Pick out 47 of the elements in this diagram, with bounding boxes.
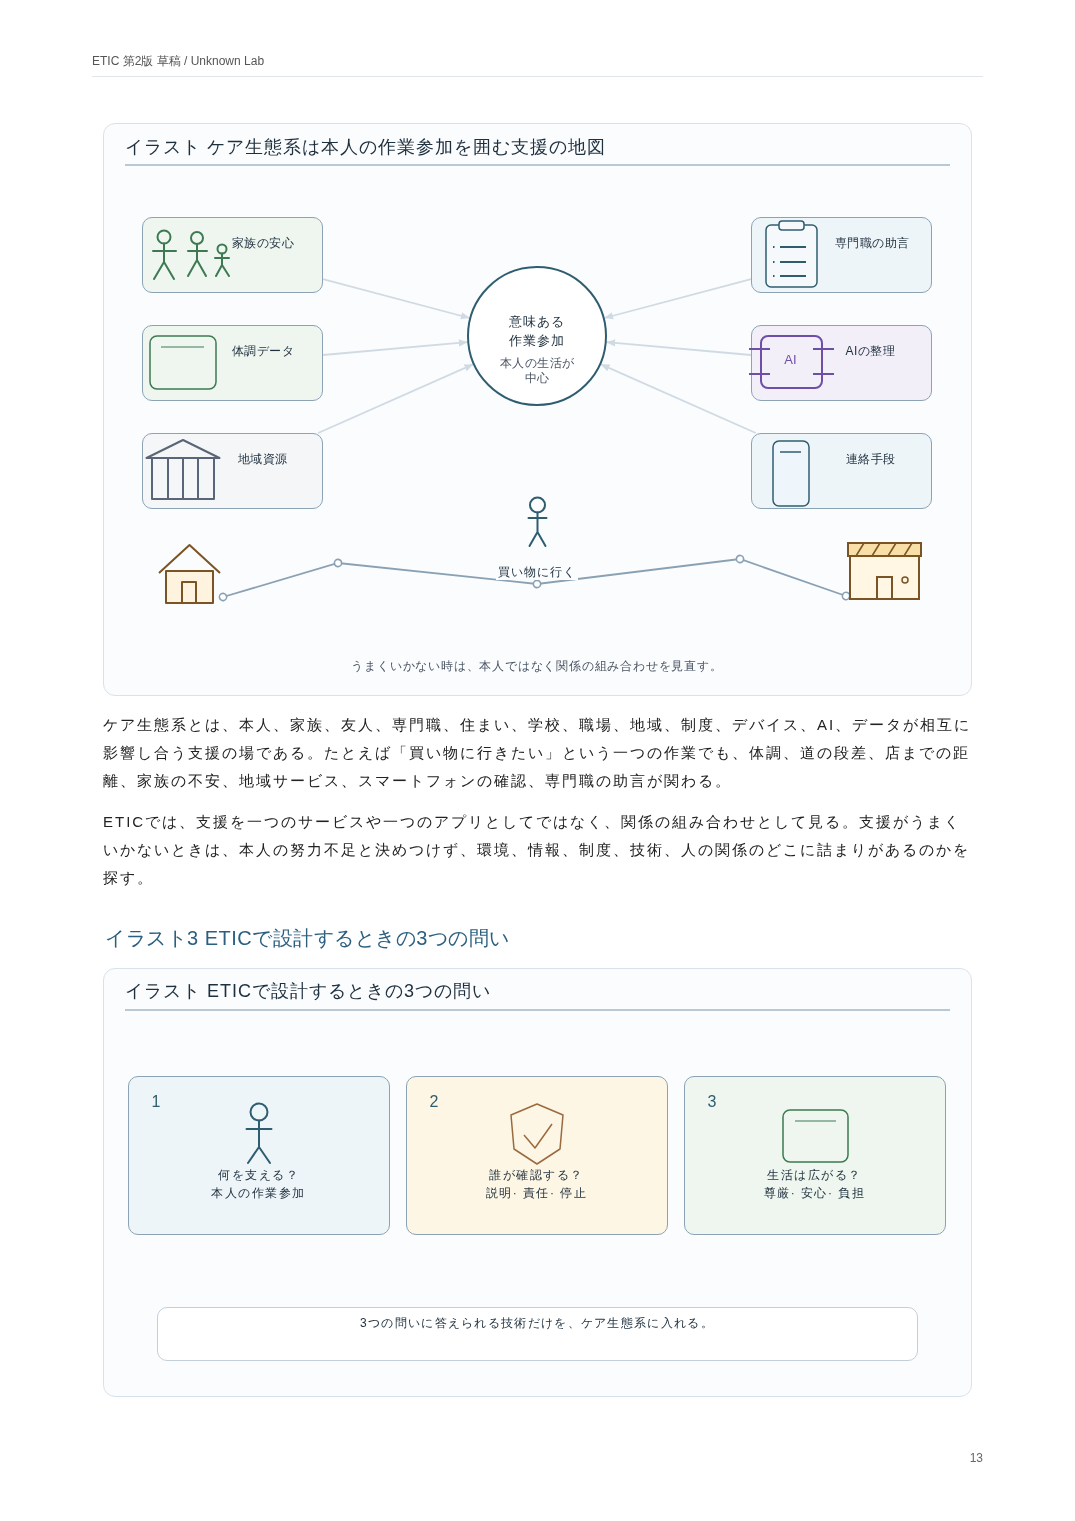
arrow [322,278,471,320]
card-question: 生活は広がる？ [767,1166,862,1184]
question-card [406,1076,668,1235]
card-answer: 本人の作業参加 [211,1184,306,1202]
question-card [684,1076,946,1235]
arrow [605,339,752,356]
card-question: 何を支える？ [218,1166,299,1184]
info-box [142,433,323,509]
box-label: 家族の安心 [231,235,294,250]
arrow [322,339,469,356]
box-label: 体調データ [231,343,294,358]
running-header: ETIC 第2版 草稿 / Unknown Lab [92,54,265,68]
chip-label: AI [784,351,797,368]
question-card [128,1076,390,1235]
info-box [142,325,323,401]
page-number: 13 [969,1451,983,1465]
box-label: 連絡手段 [845,451,896,466]
info-box [751,217,932,293]
card-question: 誰が確認する？ [489,1166,584,1184]
figure-panel [103,968,972,1397]
figure-title: イラスト ケア生態系は本人の作業参加を囲む支援の地図 [125,136,606,159]
card-number: 1 [151,1091,161,1112]
box-label: 地域資源 [237,451,288,466]
circle-title: 意味ある作業参加 [507,312,567,350]
card-number: 3 [707,1091,717,1112]
box-label: 専門職の助言 [834,235,910,250]
figure-panel [103,123,972,696]
box-label: AIの整理 [845,343,896,358]
arrow [317,363,474,434]
route-line [218,554,849,602]
arrow [600,363,757,434]
arrow [603,278,752,320]
body-text: ケア生態系とは、本人、家族、友人、専門職、住まい、学校、職場、地域、制度、デバイス、AI、データが相互に影響し合う支援の場である。たとえば「買い物に行きたい」という一つの作業でも、体調、道の段差、店までの距離、家族の不安、地域サービス、スマートフォンの確認、専門職の助言が関わる。 [103,715,973,791]
card-answer: 尊厳· 安心· 負担 [763,1184,866,1202]
section-heading: イラスト3 ETICで設計するときの3つの問い [105,926,510,951]
note-text: 3つの問いに答えられる技術だけを、ケア生態系に入れる。 [360,1314,714,1331]
edge-label: 買い物に行く [496,564,578,580]
info-box [142,217,323,293]
note-box [157,1307,918,1361]
figure-title: イラスト ETICで設計するときの3つの問い [125,980,491,1003]
card-number: 2 [429,1091,439,1112]
figure-note: うまくいかない時は、本人ではなく関係の組み合わせを見直す。 [351,658,723,674]
card-answer: 説明· 責任· 停止 [485,1184,588,1202]
circle-subtitle: 本人の生活が中心 [498,355,576,386]
info-box [751,325,932,401]
info-box [751,433,932,509]
body-text: ETICでは、支援を一つのサービスや一つのアプリとしてではなく、関係の組み合わせとして見る。支援がうまくいかないときは、本人の努力不足と決めつけず、環境、情報、制度、技術、人の関係のどこに詰まりがあるのかを探す。 [103,812,971,888]
